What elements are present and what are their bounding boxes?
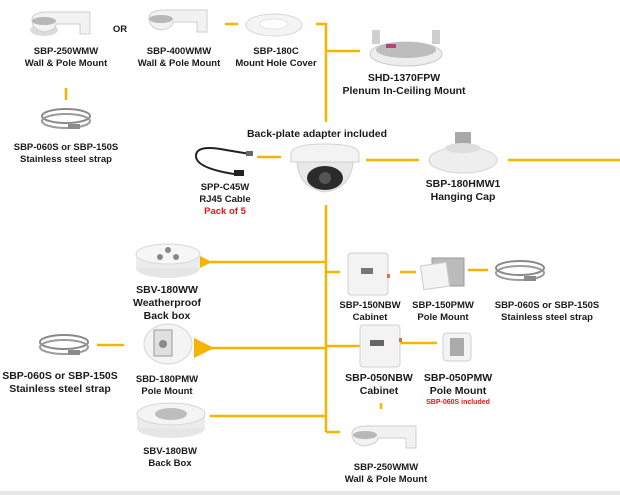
product-label-sbp-150pmw: SBP-150PMW Pole Mount [412, 300, 474, 324]
description: Mount Hole Cover [235, 58, 317, 69]
product-label-spp-c45w: SPP-C45W RJ45 Cable Pack of 5 [199, 182, 250, 218]
description: Wall & Pole Mount [344, 474, 428, 485]
description: Stainless steel strap [20, 154, 112, 165]
pole-mount-icon [419, 257, 465, 291]
pole-mount-icon [143, 323, 193, 365]
product-label-sbp-400wmw: SBP-400WMW Wall & Pole Mount [138, 46, 221, 70]
model: SBP-180C [253, 46, 299, 57]
model: SBP-150PMW [412, 300, 474, 311]
center-note: Back-plate adapter included [246, 128, 388, 140]
description: Cabinet [352, 312, 388, 323]
product-label-sbd-180pmw: SBD-180PMW Pole Mount [136, 374, 198, 398]
steel-strap-icon [495, 260, 545, 281]
connector [316, 22, 328, 122]
model: SBP-250WMW [353, 462, 419, 473]
or-label: OR [112, 24, 128, 35]
description-2: Back box [143, 310, 191, 322]
back-box-icon [136, 402, 206, 438]
model: SBP-150NBW [339, 300, 401, 311]
product-label-sbp-050nbw: SBP-050NBW Cabinet [345, 372, 413, 398]
product-label-strap-top-left: SBP-060S or SBP-150S Stainless steel str… [14, 142, 119, 166]
model: SBP-400WMW [146, 46, 212, 57]
cabinet-icon [359, 324, 402, 368]
product-label-sbv-180bw: SBV-180BW Back Box [143, 446, 197, 470]
description: Plenum In-Ceiling Mount [342, 85, 466, 97]
description: Weatherproof [132, 297, 202, 309]
description: Cabinet [359, 385, 399, 397]
product-label-shd-1370fpw: SHD-1370FPW Plenum In-Ceiling Mount [342, 72, 465, 98]
model: SBP-250WMW [33, 46, 99, 57]
model: SBV-180BW [143, 446, 197, 457]
product-label-sbp-180hmw1: SBP-180HMW1 Hanging Cap [426, 178, 501, 204]
model: SBD-180PMW [135, 374, 199, 385]
pole-mount-icon [442, 332, 472, 362]
description: Pole Mount [141, 386, 193, 397]
product-label-sbp-050pmw: SBP-050PMW Pole Mount SBP-060S included [424, 372, 492, 408]
model: SBP-180HMW1 [425, 178, 501, 190]
description: Stainless steel strap [501, 312, 593, 323]
description: Wall & Pole Mount [137, 58, 221, 69]
model: SBP-060S or SBP-150S [494, 300, 600, 311]
note: SBP-060S included [426, 399, 490, 406]
dome-camera-icon [290, 143, 360, 193]
description: Hanging Cap [430, 191, 496, 203]
wall-mount-icon [351, 425, 417, 449]
steel-strap-icon [39, 334, 89, 355]
steel-strap-icon [41, 108, 91, 129]
product-label-sbp-150nbw: SBP-150NBW Cabinet [339, 300, 400, 324]
in-ceiling-mount-icon [369, 30, 443, 67]
back-box-icon [135, 243, 201, 278]
description: Stainless steel strap [9, 383, 111, 395]
wall-mount-icon [30, 11, 91, 36]
hanging-cap-icon [428, 132, 498, 174]
bottom-border [0, 491, 620, 495]
model: SPP-C45W [200, 182, 250, 193]
cabinet-icon [347, 252, 390, 296]
model: SBV-180WW [136, 284, 198, 296]
description: Pole Mount [417, 312, 469, 323]
hole-cover-icon [245, 13, 303, 37]
description: Pole Mount [429, 385, 487, 397]
note: Pack of 5 [204, 206, 246, 217]
rj45-cable-icon [194, 147, 253, 176]
wall-mount-icon [148, 9, 208, 33]
product-label-strap-right: SBP-060S or SBP-150S Stainless steel str… [495, 300, 600, 324]
description: Wall & Pole Mount [24, 58, 108, 69]
product-label-sbv-180ww: SBV-180WW Weatherproof Back box [133, 284, 201, 323]
description: Back Box [148, 458, 192, 469]
model: SBP-050PMW [423, 372, 493, 384]
model: SBP-050NBW [345, 372, 413, 384]
product-label-sbp-250wmw-bottom: SBP-250WMW Wall & Pole Mount [345, 462, 428, 486]
description: RJ45 Cable [199, 194, 251, 205]
product-label-sbp-180c: SBP-180C Mount Hole Cover [235, 46, 316, 70]
model: SHD-1370FPW [367, 72, 441, 84]
product-label-strap-left: SBP-060S or SBP-150S Stainless steel str… [2, 370, 118, 396]
model: SBP-060S or SBP-150S [13, 142, 119, 153]
model: SBP-060S or SBP-150S [2, 370, 118, 382]
product-label-sbp-250wmw-top: SBP-250WMW Wall & Pole Mount [25, 46, 108, 70]
